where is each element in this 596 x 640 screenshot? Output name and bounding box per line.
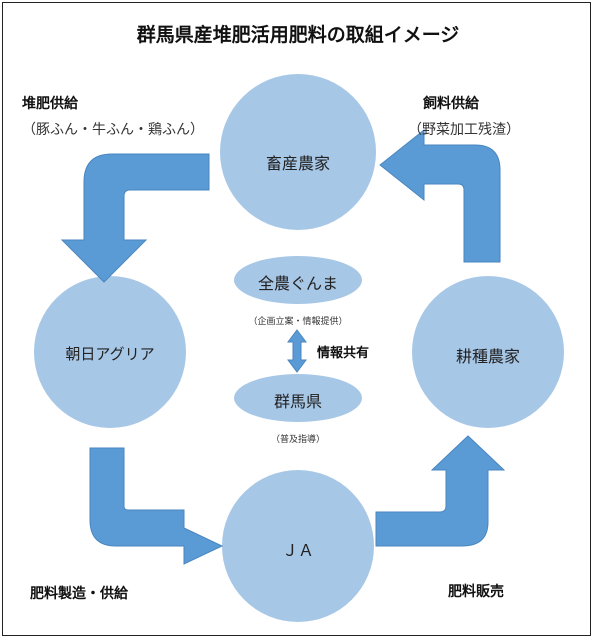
node-label-zennoh: 全農ぐんま (257, 274, 339, 293)
label-hiryo-seizo: 肥料製造・供給 (30, 586, 128, 602)
arrow-taihi-supply (60, 153, 210, 283)
node-label-chikusan: 畜産農家 (265, 154, 331, 173)
label-hiryo-hanbai: 肥料販売 (448, 584, 504, 600)
label-shiryo-detail: （野菜加工残渣） (408, 122, 520, 138)
label-info-share: 情報共有 (317, 346, 370, 361)
note-zennoh-role: （企画立案・情報提供） (248, 317, 348, 327)
label-taihi-supply: 堆肥供給 (22, 96, 78, 112)
label-shiryo-supply: 飼料供給 (423, 96, 479, 112)
arrow-hiryo-hanbai (375, 435, 506, 547)
node-label-asahi: 朝日アグリア (65, 345, 155, 363)
info-share-arrow (287, 329, 307, 373)
node-circle-kosaku (412, 276, 564, 428)
node-ellipse-gunmaken (234, 374, 362, 422)
node-circle-ja (222, 470, 374, 622)
label-taihi-detail: （豚ふん・牛ふん・鶏ふん） (22, 122, 204, 138)
note-gunmaken-role: （普及指導） (270, 435, 326, 445)
node-label-ja: ＪＡ (281, 541, 315, 560)
node-label-kosaku: 耕種農家 (455, 347, 521, 366)
node-ellipse-zennoh (234, 256, 362, 304)
node-label-gunmaken: 群馬県 (273, 392, 323, 411)
arrow-shiryo-supply (379, 128, 501, 263)
diagram-title: 群馬県産堆肥活用肥料の取組イメージ (136, 24, 460, 46)
arrow-hiryo-seizo (89, 447, 224, 565)
node-circle-chikusan (220, 74, 376, 230)
node-circle-asahi (34, 276, 186, 428)
